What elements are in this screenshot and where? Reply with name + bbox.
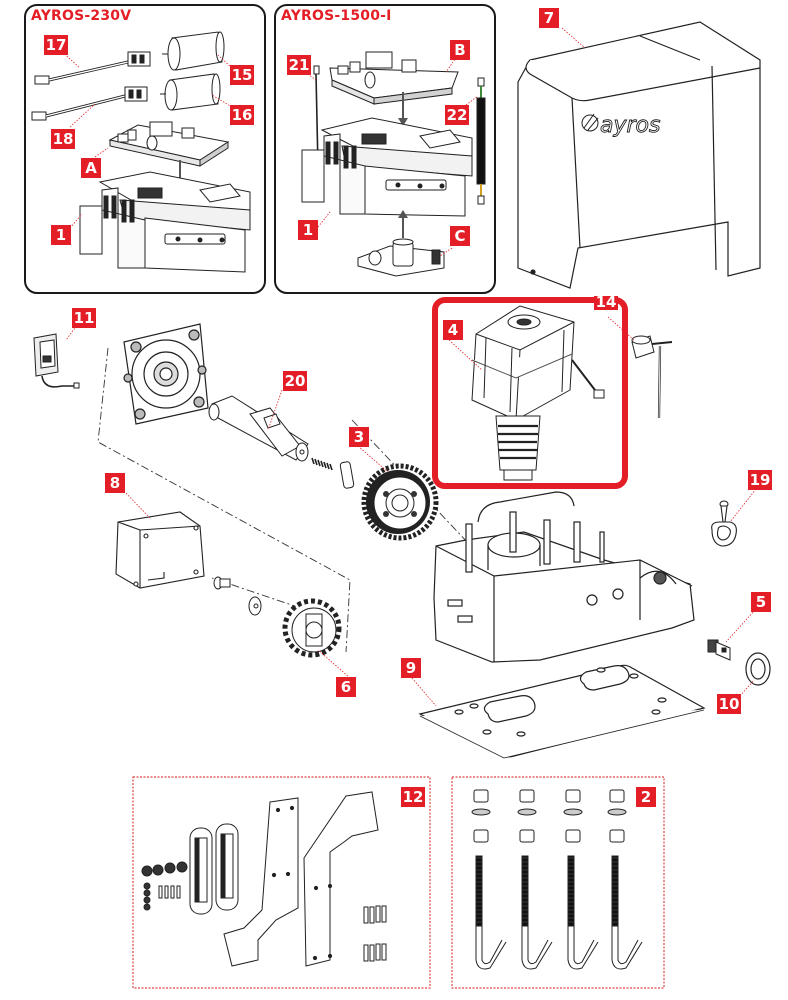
base-plate-9 [418, 664, 706, 759]
callout-11: 11 [72, 308, 96, 328]
kit-12-frame [132, 776, 431, 989]
control-board-b [329, 51, 459, 105]
callout-16: 16 [230, 105, 254, 125]
callout-19: 19 [748, 470, 772, 490]
motor-base [433, 491, 695, 663]
callout-c: C [450, 226, 470, 246]
callout-12: 12 [401, 787, 425, 807]
key-pin [339, 461, 355, 489]
gear-flange [123, 323, 209, 425]
cable-18 [31, 86, 148, 121]
callout-18: 18 [51, 129, 75, 149]
callout-20: 20 [283, 371, 307, 391]
panel-ayros-1500-i [274, 4, 496, 294]
motor-4 [471, 305, 605, 481]
callout-1-230v: 1 [51, 225, 71, 245]
callout-14: 14 [594, 296, 618, 310]
transformer-board-c [357, 238, 445, 277]
spring [311, 457, 333, 471]
shaft-20 [208, 395, 309, 462]
washer [248, 596, 262, 616]
callout-4: 4 [443, 320, 463, 340]
callout-2: 2 [636, 787, 656, 807]
callout-3: 3 [349, 427, 369, 447]
panel-title-230v: AYROS-230V [31, 8, 132, 24]
cover-box-8 [115, 511, 205, 589]
screw [213, 576, 231, 590]
callout-22: 22 [445, 105, 469, 125]
callout-8: 8 [105, 473, 125, 493]
callout-b: B [450, 40, 470, 60]
control-housing-1b [301, 117, 473, 217]
key-lock-5 [707, 639, 731, 661]
receiver-11 [33, 333, 80, 389]
panel-title-1500-i: AYROS-1500-I [281, 8, 392, 24]
control-housing-1a [79, 171, 251, 273]
panel-ayros-230v [24, 4, 266, 294]
callout-17: 17 [44, 35, 68, 55]
callout-6: 6 [336, 677, 356, 697]
capacitor-16 [160, 73, 221, 111]
mounting-kit-12 [141, 791, 387, 967]
brand-leaf-icon [581, 113, 599, 132]
callout-5: 5 [751, 592, 771, 612]
kit-2-frame [451, 776, 665, 989]
capacitor-15 [162, 31, 225, 71]
highlight-frame-part-4 [432, 297, 628, 489]
callout-21: 21 [287, 55, 311, 75]
callout-7: 7 [539, 8, 559, 28]
callout-9: 9 [401, 658, 421, 678]
ring-cap-10 [745, 652, 771, 686]
callout-a: A [81, 158, 101, 178]
cover-7 [517, 21, 761, 289]
cable-22 [476, 77, 486, 205]
cable-17 [34, 51, 151, 85]
pinion-gear-6 [282, 598, 342, 658]
callout-15: 15 [230, 65, 254, 85]
limit-switch-14 [631, 335, 673, 419]
cover-brand-logo: ayros [600, 113, 660, 138]
anchor-bolt-kit-2 [471, 789, 643, 970]
callout-1-1500-i: 1 [298, 220, 318, 240]
gear-3 [361, 463, 439, 541]
callout-10: 10 [717, 694, 741, 714]
release-key-19 [711, 500, 737, 547]
control-board-a [108, 121, 230, 167]
